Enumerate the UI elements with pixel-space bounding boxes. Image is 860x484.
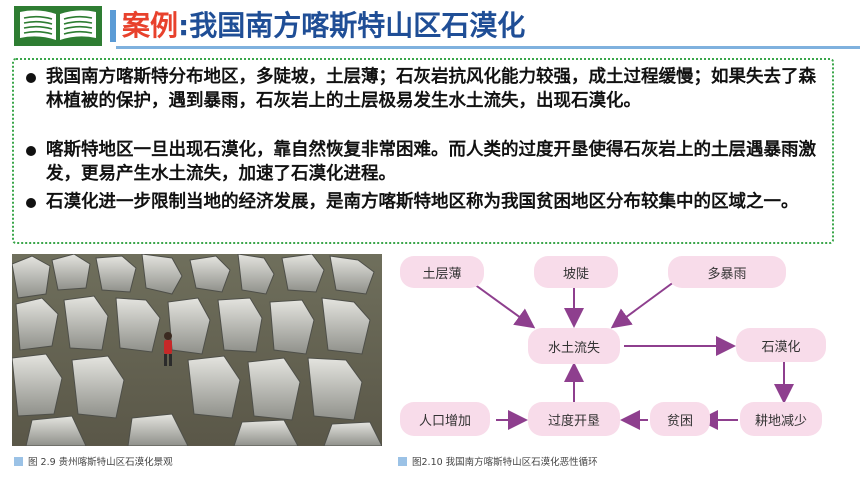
- arrow-rain-to-erosion: [610, 275, 683, 329]
- node-soil-thin: 土层薄: [400, 256, 484, 288]
- bullet-text: 石漠化进一步限制当地的经济发展，是南方喀斯特地区称为我国贫困地区分布较集中的区域…: [46, 192, 799, 212]
- node-population: 人口增加: [400, 402, 490, 436]
- arrow-soil-to-erosion: [473, 283, 536, 329]
- content-textbox: 我国南方喀斯特分布地区，多陡坡，土层薄；石灰岩抗风化能力较强，成土过程缓慢；如果…: [12, 58, 834, 244]
- node-farmland: 耕地减少: [740, 402, 822, 436]
- vicious-cycle-diagram: 土层薄 坡陡 多暴雨 水土流失 石漠化 耕地减少 贫困 过度开垦 人口增加: [392, 250, 852, 450]
- node-rain: 多暴雨: [668, 256, 786, 288]
- bullet-item: 石漠化进一步限制当地的经济发展，是南方喀斯特地区称为我国贫困地区分布较集中的区域…: [24, 191, 822, 215]
- bullet-dot-icon: [26, 146, 36, 156]
- bullet-text: 我国南方喀斯特分布地区，多陡坡，土层薄；石灰岩抗风化能力较强，成土过程缓慢；如果…: [46, 67, 816, 111]
- bullet-item: 我国南方喀斯特分布地区，多陡坡，土层薄；石灰岩抗风化能力较强，成土过程缓慢；如果…: [24, 66, 822, 113]
- node-overcult: 过度开垦: [528, 402, 620, 436]
- karst-landscape-photo: [12, 254, 382, 446]
- title-accent-bar: [110, 10, 116, 42]
- title-underline: [116, 46, 860, 49]
- bullet-item: 喀斯特地区一旦出现石漠化，靠自然恢复非常困难。而人类的过度开垦使得石灰岩上的土层…: [24, 139, 822, 186]
- slide-header: 案例:我国南方喀斯特山区石漠化: [0, 0, 860, 56]
- title-text: :我国南方喀斯特山区石漠化: [178, 9, 526, 42]
- caption-marker-icon: [14, 457, 23, 466]
- node-erosion: 水土流失: [528, 328, 620, 364]
- page-title: 案例:我国南方喀斯特山区石漠化: [122, 4, 525, 44]
- title-case-label: 案例: [122, 9, 179, 42]
- bullet-text: 喀斯特地区一旦出现石漠化，靠自然恢复非常困难。而人类的过度开垦使得石灰岩上的土层…: [46, 140, 816, 184]
- hiker-figure: [164, 332, 172, 366]
- node-steep: 坡陡: [534, 256, 618, 288]
- node-desertification: 石漠化: [736, 328, 826, 362]
- bullet-dot-icon: [26, 198, 36, 208]
- figure-caption-right: 图2.10 我国南方喀斯特山区石漠化恶性循环: [398, 454, 598, 468]
- caption-marker-icon: [398, 457, 407, 466]
- bullet-dot-icon: [26, 73, 36, 83]
- book-icon: [14, 6, 102, 46]
- node-poverty: 贫困: [650, 402, 710, 436]
- caption-text: 图2.10 我国南方喀斯特山区石漠化恶性循环: [412, 457, 598, 468]
- figure-caption-left: 图 2.9 贵州喀斯特山区石漠化景观: [14, 454, 173, 468]
- caption-text: 图 2.9 贵州喀斯特山区石漠化景观: [28, 457, 173, 468]
